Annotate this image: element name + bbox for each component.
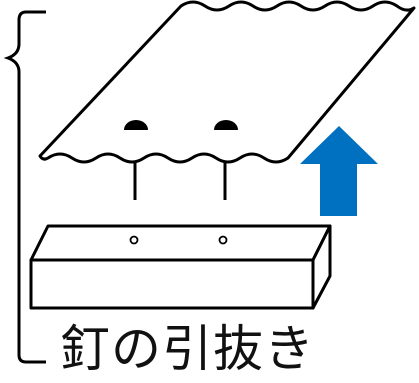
purlin-top-face [29,224,332,262]
up-arrow-icon [300,126,378,216]
nail-hole-left [129,235,139,245]
corrugated-sheet [38,0,416,164]
nail-hole-right [218,235,228,245]
nail-head-right [214,120,238,130]
purlin-front-face [29,258,315,310]
caption: 釘の引抜き [60,320,315,378]
left-brace [3,10,46,364]
nail-head-left [124,120,148,130]
purlin-side-face [311,224,332,310]
